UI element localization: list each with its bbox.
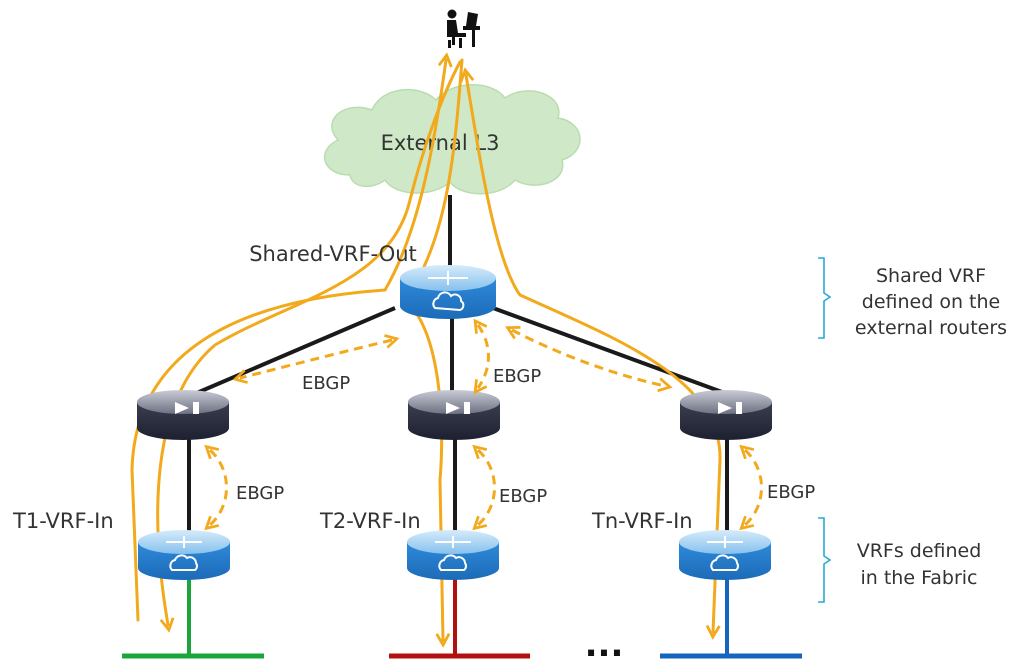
link-shared-r1 <box>184 306 396 400</box>
annotation-shared-vrf-line3: external routers <box>855 317 1007 339</box>
cloud-label: External L3 <box>381 131 500 155</box>
annotation-fabric-vrf-line2: in the Fabric <box>860 567 977 589</box>
fabric-router-tn <box>679 530 771 580</box>
switch-router-icon <box>710 554 739 571</box>
annotation-fabric-vrf-line1: VRFs defined <box>857 540 982 562</box>
router-icon <box>175 402 199 414</box>
user-at-computer-icon <box>447 9 480 48</box>
bracket-fabric-vrf <box>818 517 832 603</box>
ebgp-label-vert-left: EBGP <box>236 483 284 504</box>
ebgp-arrow-rn-tn <box>745 450 763 525</box>
ebgp-arrow-r2-t2 <box>478 450 496 525</box>
switch-router-icon <box>438 554 467 571</box>
more-tenants-ellipsis: ... <box>585 625 624 665</box>
tenant-router-2 <box>408 390 500 440</box>
tenant-label-t1: T1-VRF-In <box>12 509 114 533</box>
tenant-label-t2: T2-VRF-In <box>319 509 421 533</box>
tenant-router-1 <box>137 390 229 440</box>
ebgp-sessions <box>210 325 763 525</box>
switch-router-icon <box>169 554 198 571</box>
ebgp-arrow-shared-r2 <box>478 325 490 388</box>
lan-segments <box>122 574 802 659</box>
annotation-shared-vrf-line1: Shared VRF <box>876 265 986 287</box>
fabric-router-t1 <box>138 530 230 580</box>
ebgp-arrow-shared-r1 <box>240 340 392 378</box>
bracket-shared-vrf <box>818 257 832 339</box>
ebgp-arrow-r1-t1 <box>210 450 228 525</box>
tenant-label-tn: Tn-VRF-In <box>591 509 693 533</box>
fabric-router-t2 <box>407 530 499 580</box>
ebgp-label-top-mid: EBGP <box>493 366 541 387</box>
ebgp-label-top-left: EBGP <box>302 373 350 394</box>
tenant-router-n <box>680 390 772 440</box>
ebgp-arrow-shared-rn <box>512 330 665 386</box>
external-cloud: External L3 <box>323 84 581 195</box>
router-icon <box>446 402 470 414</box>
ebgp-label-vert-mid: EBGP <box>499 486 547 507</box>
shared-vrf-router <box>400 265 496 319</box>
annotation-shared-vrf-line2: defined on the <box>862 291 1000 313</box>
ebgp-label-vert-right: EBGP <box>767 482 815 503</box>
shared-router-label: Shared-VRF-Out <box>249 242 417 266</box>
flow-t1-inner <box>156 60 462 625</box>
router-icon <box>718 402 742 414</box>
